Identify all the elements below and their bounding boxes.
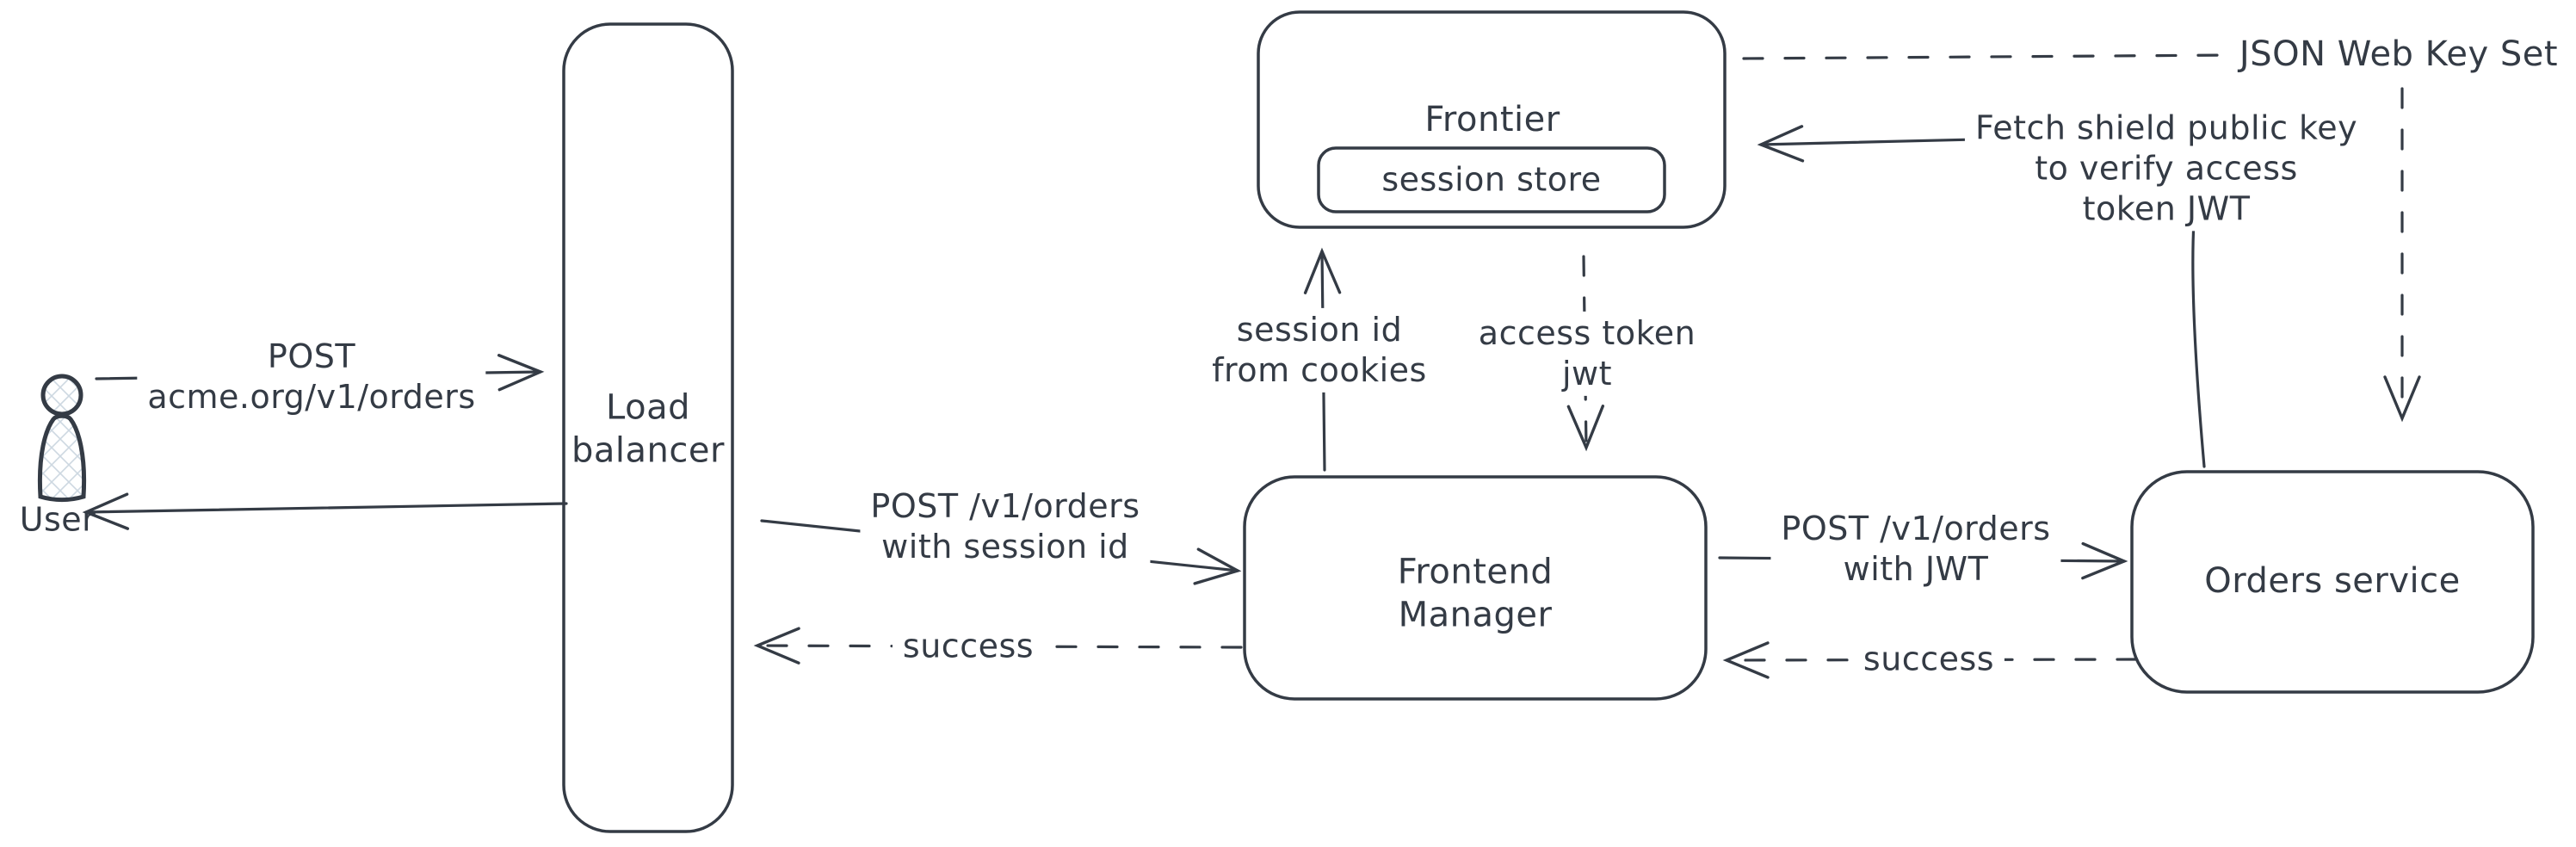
edge-label-line: session id [1236, 310, 1403, 349]
edge-label-session-id-cookies: session id from cookies [1202, 307, 1437, 393]
frontier-label: Frontier [1424, 99, 1560, 142]
session-store-node [1317, 146, 1666, 213]
edge-label-line: Fetch shield public key [1974, 108, 2358, 147]
edge-label-line: from cookies [1212, 351, 1427, 389]
load-balancer-label-line2: balancer [571, 430, 725, 470]
jwks-label: JSON Web Key Set [2239, 34, 2558, 77]
session-store-label: session store [1381, 159, 1601, 200]
orders-service-label: Orders service [2204, 560, 2461, 603]
line-frontier-to-jwks [1742, 53, 2231, 60]
edge-label-line: with JWT [1843, 550, 1989, 588]
load-balancer-label-line1: Load [606, 387, 690, 428]
edge-label-line: POST [267, 337, 356, 375]
arrow-load-balancer-to-user [82, 492, 568, 530]
edge-label-line: POST /v1/orders [870, 486, 1140, 525]
edge-label-line: to verify access [2035, 149, 2298, 188]
edge-label-line: POST /v1/orders [1781, 509, 2051, 547]
jwks-label-text: JSON Web Key Set [2239, 34, 2559, 75]
edge-label-line: success [902, 627, 1035, 665]
edge-label-line: jwt [1561, 355, 1613, 393]
frontend-manager-label-line2: Manager [1398, 595, 1553, 634]
load-balancer-label: Load balancer [571, 386, 725, 472]
edge-label-fetch-shield-public-key: Fetch shield public key to verify access… [1964, 106, 2369, 232]
edge-label-post-acme-orders: POST acme.org/v1/orders [137, 334, 486, 420]
edge-label-post-orders-jwt: POST /v1/orders with JWT [1770, 506, 2061, 592]
edge-label-line: success [1863, 640, 1995, 678]
frontier-label-text: Frontier [1424, 100, 1560, 140]
orders-service-node [2130, 470, 2535, 694]
edge-label-post-orders-session-id: POST /v1/orders with session id [860, 484, 1151, 570]
frontend-manager-label: Frontend Manager [1398, 551, 1554, 636]
session-store-label-text: session store [1381, 160, 1602, 199]
edge-label-line: token JWT [2082, 189, 2251, 228]
edge-label-success-lb: success [892, 624, 1045, 669]
edge-label-line: access token [1478, 313, 1696, 352]
edge-label-access-token-jwt: access token jwt [1467, 311, 1707, 397]
load-balancer-node [562, 22, 734, 833]
frontend-manager-label-line1: Frontend [1397, 552, 1554, 592]
arrow-orders-service-to-frontend-manager-success [1722, 641, 2138, 679]
user-label-text: User [19, 500, 96, 539]
edge-label-line: acme.org/v1/orders [147, 378, 476, 416]
edge-label-success-orders: success [1852, 637, 2005, 682]
frontend-manager-node [1243, 475, 1708, 701]
user-label: User [20, 499, 96, 540]
edge-label-line: with session id [881, 528, 1129, 566]
orders-service-label-text: Orders service [2204, 561, 2461, 602]
user-icon [37, 374, 87, 503]
